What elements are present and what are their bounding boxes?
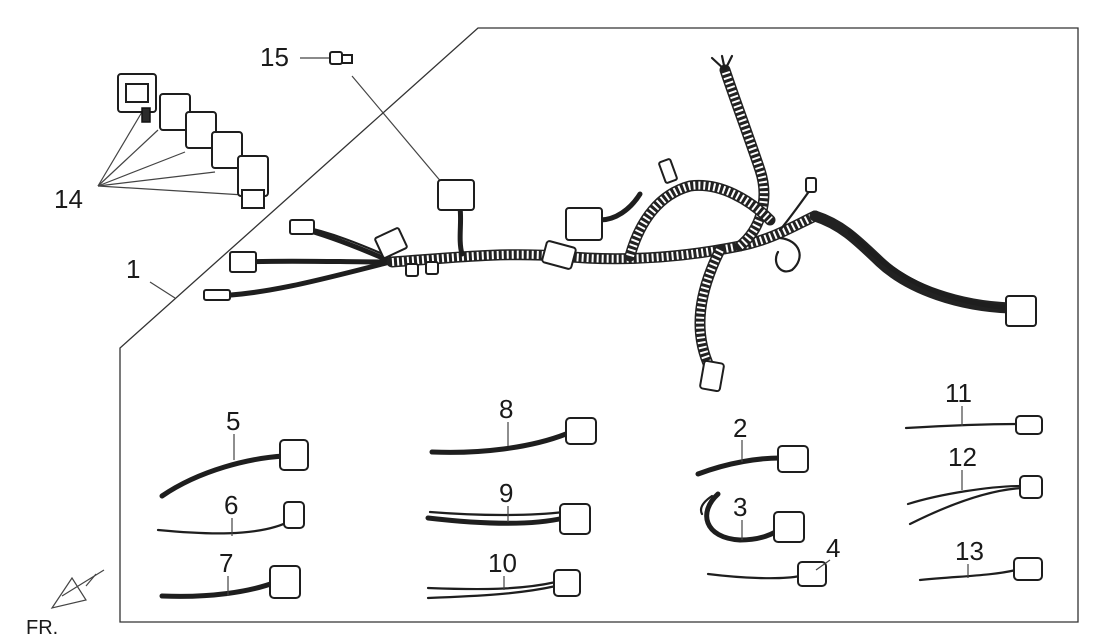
sub-harness-10	[426, 569, 581, 600]
sub-harness-5	[159, 439, 309, 499]
callout-11: 11	[945, 378, 972, 408]
callout-8: 8	[499, 394, 513, 424]
bolt	[329, 51, 353, 65]
callout-4: 4	[826, 533, 840, 563]
callout-6: 6	[224, 490, 238, 520]
sub-harness-6	[156, 501, 305, 535]
sub-harness-8	[429, 417, 597, 455]
sub-harness-3	[699, 491, 805, 543]
callout-13: 13	[955, 536, 984, 566]
callout-numbers: 1 2 3 4 5 6 7 8 9 10 11 12 13 14 15	[54, 42, 984, 578]
callout-14: 14	[54, 184, 83, 214]
callout-ticks	[227, 406, 969, 596]
leader-lines	[97, 57, 449, 299]
sub-harness-13	[918, 557, 1043, 582]
front-orientation-indicator: FR.	[26, 569, 105, 639]
sub-harness-2	[695, 445, 809, 477]
sub-harness-12	[906, 475, 1043, 526]
main-wire-harness	[203, 54, 1037, 393]
callout-15: 15	[260, 42, 289, 72]
callout-10: 10	[488, 548, 517, 578]
assembly-box-outline	[119, 27, 1079, 623]
front-label: FR.	[26, 617, 58, 639]
sub-harness-4	[706, 561, 827, 587]
callout-2: 2	[733, 413, 747, 443]
relay-block	[117, 73, 269, 209]
callout-1: 1	[126, 254, 140, 284]
callout-5: 5	[226, 406, 240, 436]
sub-harness-7	[159, 565, 301, 599]
sub-harness-9	[425, 503, 591, 535]
sub-harness-11	[904, 415, 1043, 435]
callout-9: 9	[499, 478, 513, 508]
callout-3: 3	[733, 492, 747, 522]
callout-7: 7	[219, 548, 233, 578]
callout-12: 12	[948, 442, 977, 472]
